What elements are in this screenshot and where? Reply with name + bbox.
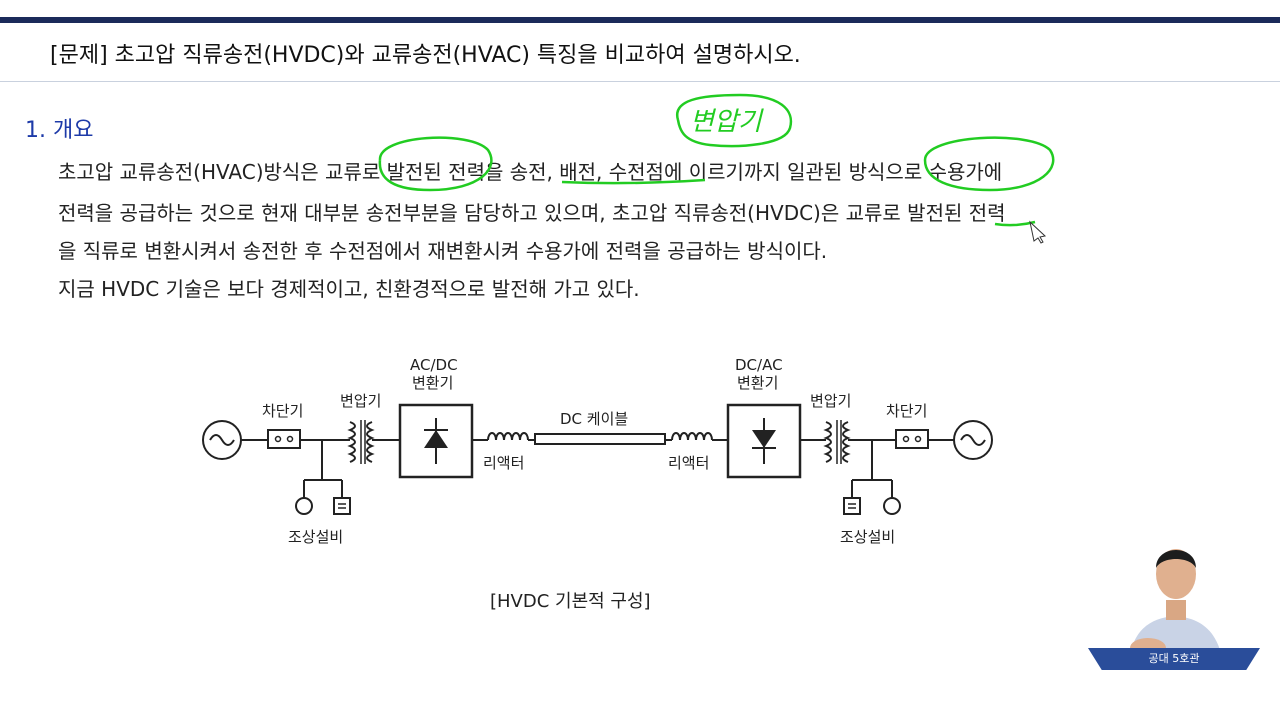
left-breaker-icon (267, 429, 301, 449)
acdc-thyristor-icon (424, 430, 448, 448)
dcac-thyristor-icon (752, 430, 776, 448)
left-compensator-label: 조상설비 (288, 528, 343, 546)
top-bar (0, 0, 1280, 22)
body-line-3: 을 직류로 변환시켜서 송전한 후 수전점에서 재변환시켜 수용가에 전력을 공… (58, 239, 828, 263)
acdc-label-1: AC/DC (410, 356, 458, 374)
diagram-caption: [HVDC 기본적 구성] (490, 591, 651, 612)
right-compensator-icon (843, 497, 861, 515)
body-line-2: 전력을 공급하는 것으로 현재 대부분 송전부분을 담당하고 있으며, 초고압 … (58, 201, 1006, 225)
body-line-4: 지금 HVDC 기술은 보다 경제적이고, 친환경적으로 발전해 가고 있다. (58, 277, 640, 301)
right-transformer-icon (823, 421, 832, 463)
left-transformer-label: 변압기 (340, 392, 381, 410)
left-transformer-icon (347, 421, 356, 463)
left-reactor-label: 리액터 (483, 454, 524, 472)
hvdc-diagram: 차단기 조상설비 변압기 AC/DC 변환기 리액터 DC 케이블 리액터 DC… (202, 356, 993, 546)
right-compensator-label: 조상설비 (840, 528, 895, 546)
section-title: 1. 개요 (25, 118, 94, 143)
acdc-label-2: 변환기 (412, 374, 453, 392)
question-header: [문제] 초고압 직류송전(HVDC)와 교류송전(HVAC) 특징을 비교하여… (0, 23, 1280, 82)
header-accent-line (0, 17, 1280, 23)
right-reactor-icon (671, 432, 713, 441)
presenter-head (1156, 549, 1196, 599)
left-compensator-icon (295, 497, 313, 515)
right-transformer-label: 변압기 (810, 392, 851, 410)
circle-annotation-3 (675, 93, 793, 148)
right-breaker-label: 차단기 (886, 402, 927, 420)
right-ac-source-icon (953, 420, 993, 460)
webcam-label: 공대 5호관 (1088, 648, 1260, 670)
body-line-1: 초고압 교류송전(HVAC)방식은 교류로 발전된 전력을 송전, 배전, 수전… (58, 160, 1003, 184)
dcac-label-1: DC/AC (735, 356, 783, 374)
dc-cable (534, 433, 666, 445)
right-reactor-label: 리액터 (668, 454, 709, 472)
handwritten-text: 변압기 (690, 107, 764, 137)
dcac-label-2: 변환기 (737, 374, 778, 392)
dc-cable-label: DC 케이블 (560, 410, 628, 428)
pointer-cursor-icon (1029, 220, 1047, 244)
left-breaker-label: 차단기 (262, 402, 303, 420)
right-breaker-icon (895, 429, 929, 449)
question-title: [문제] 초고압 직류송전(HVDC)와 교류송전(HVAC) 특징을 비교하여… (50, 43, 801, 68)
left-reactor-icon (487, 432, 529, 441)
